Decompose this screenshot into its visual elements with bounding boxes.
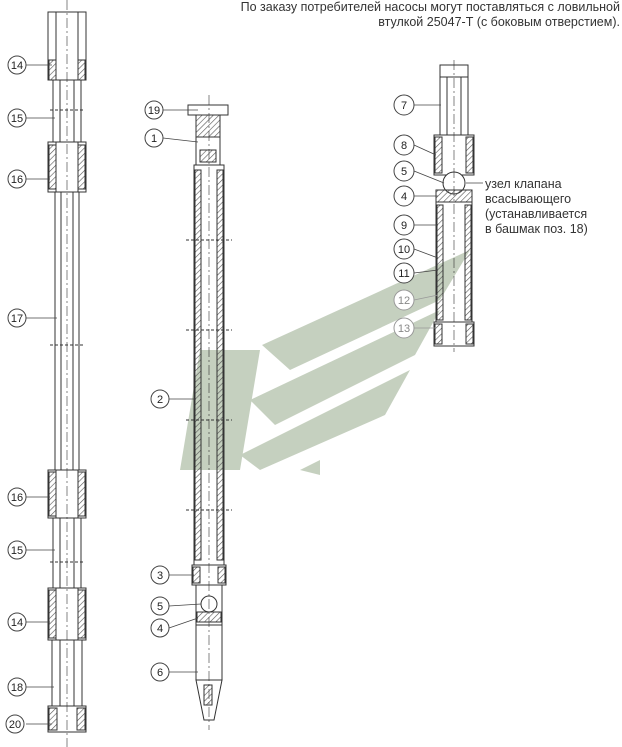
- balloon-7: 7: [393, 94, 415, 116]
- svg-text:15: 15: [11, 113, 23, 125]
- balloons-middle: 19 1 2 3 5 4 6: [144, 100, 170, 682]
- balloon-8: 8: [393, 134, 415, 156]
- callout-line-3: (устанавливается: [485, 207, 588, 221]
- svg-text:13: 13: [398, 323, 410, 335]
- callout-line-1: узел клапана: [485, 177, 562, 191]
- balloon-13: 13: [393, 317, 415, 339]
- svg-text:11: 11: [398, 268, 409, 280]
- svg-text:16: 16: [11, 492, 23, 504]
- svg-text:16: 16: [11, 174, 23, 186]
- svg-text:6: 6: [157, 667, 163, 679]
- balloons-right: 7 8 5 4 9 10 11 12 13: [393, 94, 415, 339]
- balloon-10: 10: [393, 238, 415, 260]
- balloon-19: 19: [144, 100, 164, 120]
- balloon-14-bottom: 14: [7, 612, 27, 632]
- suction-valve-assembly: [433, 60, 475, 352]
- svg-text:4: 4: [157, 623, 163, 635]
- balloon-18: 18: [7, 677, 27, 697]
- svg-text:20: 20: [9, 719, 21, 731]
- svg-text:8: 8: [401, 140, 407, 152]
- balloon-17: 17: [7, 308, 27, 328]
- svg-text:9: 9: [401, 220, 407, 232]
- balloon-2: 2: [150, 389, 170, 409]
- balloon-4-middle: 4: [150, 618, 170, 638]
- balloon-12: 12: [393, 289, 415, 311]
- svg-text:5: 5: [401, 166, 407, 178]
- balloon-5-right: 5: [393, 160, 415, 182]
- svg-text:18: 18: [11, 682, 23, 694]
- balloon-15-top: 15: [7, 108, 27, 128]
- balloon-3: 3: [150, 565, 170, 585]
- balloon-5-middle: 5: [150, 596, 170, 616]
- svg-text:19: 19: [148, 105, 160, 117]
- balloon-9: 9: [393, 214, 415, 236]
- balloon-6: 6: [150, 662, 170, 682]
- callout-line-2: всасывающего: [485, 192, 572, 206]
- cylinder-assembly: [47, 0, 87, 747]
- svg-text:10: 10: [398, 244, 410, 256]
- balloon-1: 1: [144, 128, 164, 148]
- svg-text:5: 5: [157, 601, 163, 613]
- balloon-14-top: 14: [7, 55, 27, 75]
- svg-text:12: 12: [398, 295, 410, 307]
- svg-text:14: 14: [11, 617, 23, 629]
- svg-text:7: 7: [401, 100, 407, 112]
- suction-valve-callout: узел клапана всасывающего (устанавливает…: [485, 177, 622, 237]
- leader-lines: [26, 64, 483, 725]
- balloon-20: 20: [5, 714, 25, 734]
- balloon-15-bottom: 15: [7, 540, 27, 560]
- svg-text:17: 17: [11, 313, 23, 325]
- balloon-4-right: 4: [393, 185, 415, 207]
- plunger-assembly: [186, 95, 232, 730]
- svg-text:3: 3: [157, 570, 163, 582]
- balloon-11: 11: [393, 262, 415, 284]
- svg-text:15: 15: [11, 545, 23, 557]
- order-note: По заказу потребителей насосы могут пост…: [240, 0, 620, 29]
- svg-text:2: 2: [157, 394, 163, 406]
- callout-line-4: в башмак поз. 18): [485, 222, 588, 236]
- balloons-left: 14 15 16 17 16 15 14 18 20: [5, 55, 27, 734]
- balloon-16-top: 16: [7, 169, 27, 189]
- balloon-16-bottom: 16: [7, 487, 27, 507]
- svg-text:1: 1: [151, 133, 157, 145]
- svg-text:14: 14: [11, 60, 23, 72]
- svg-text:4: 4: [401, 191, 407, 203]
